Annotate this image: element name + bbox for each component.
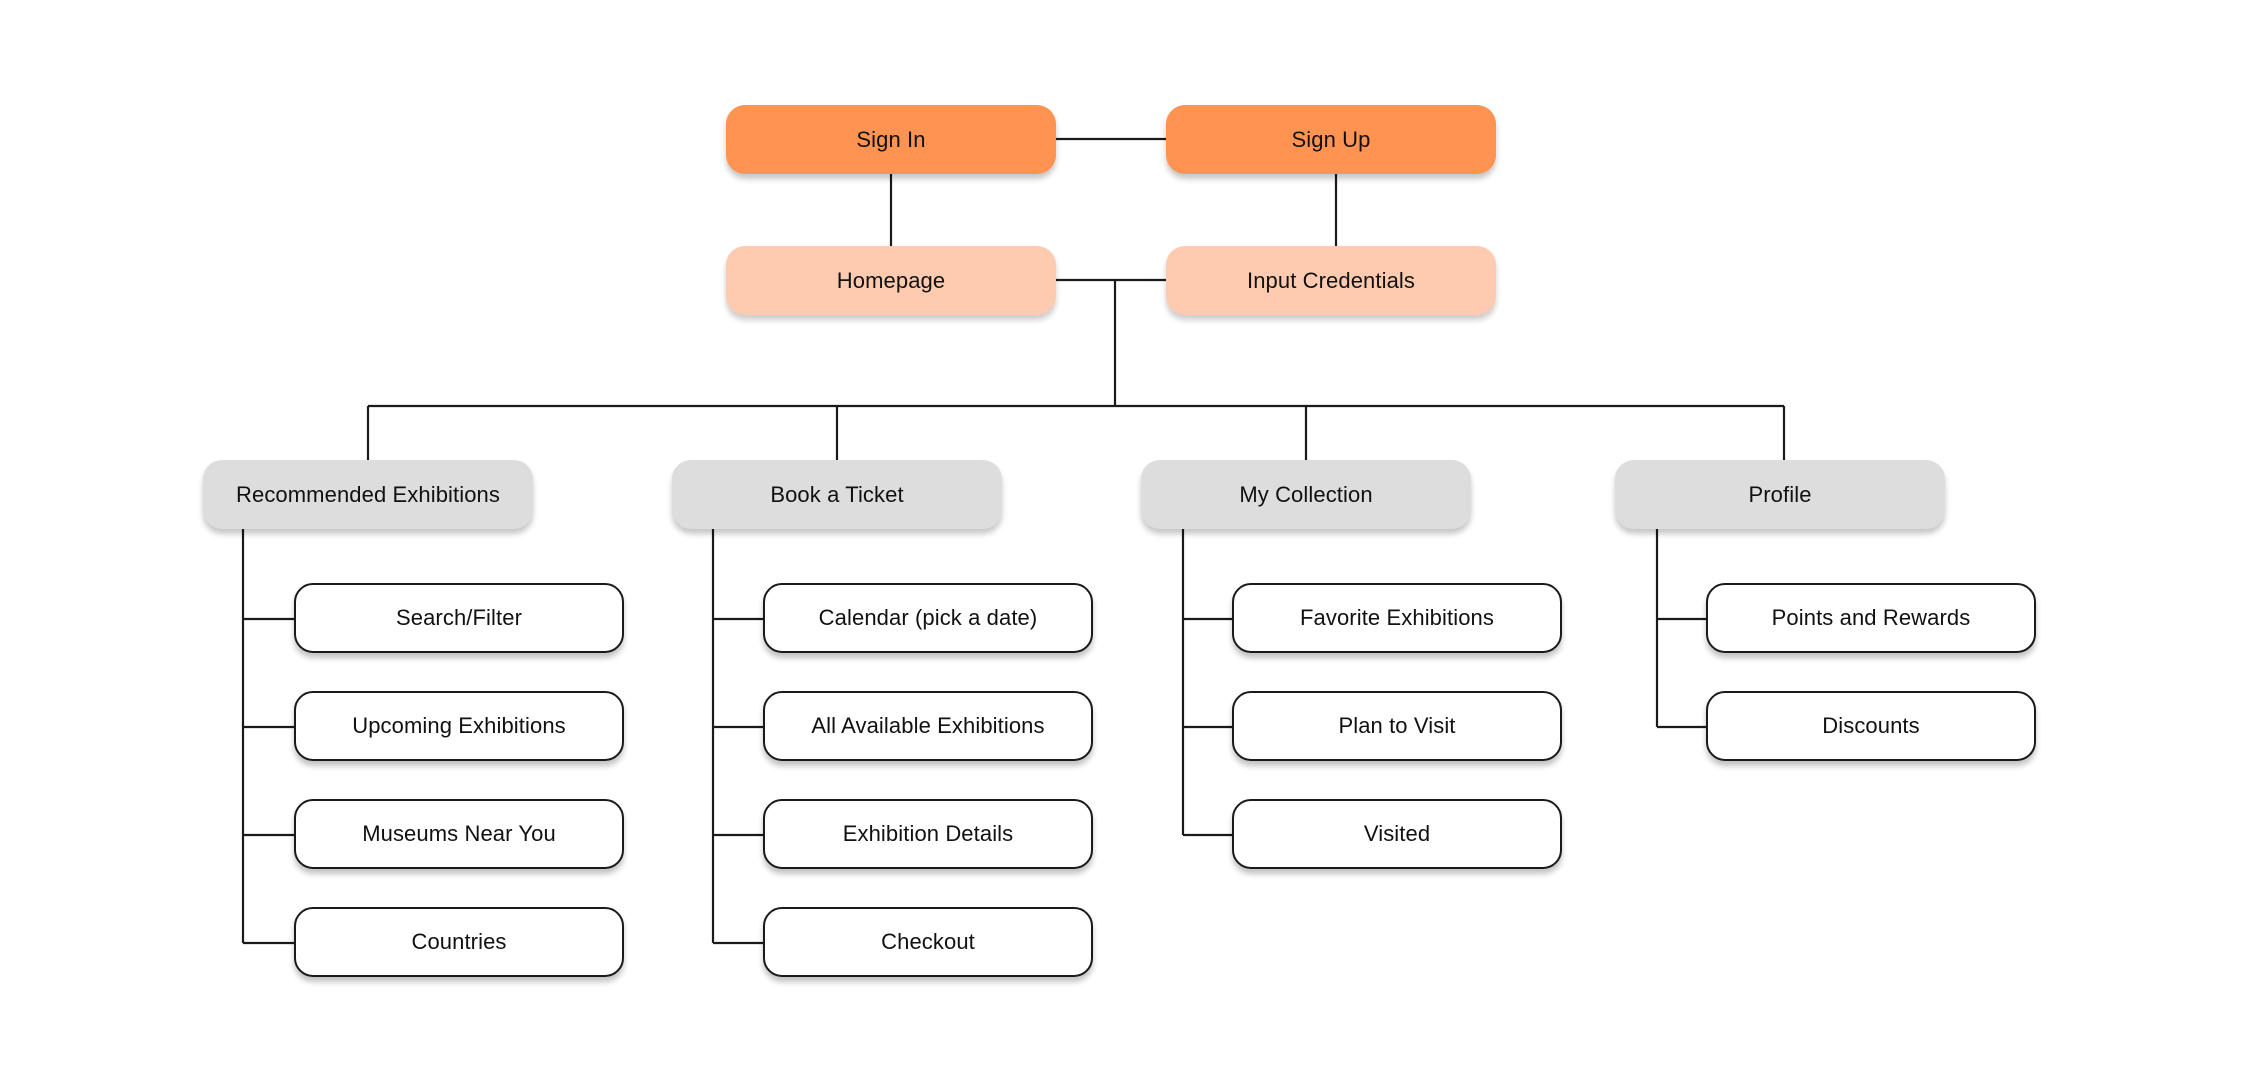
node-leaf: Favorite Exhibitions	[1232, 583, 1562, 653]
node-leaf: Visited	[1232, 799, 1562, 869]
node-label: Search/Filter	[395, 605, 522, 630]
node-label: All Available Exhibitions	[811, 713, 1045, 738]
node-leaf: Countries	[294, 907, 624, 977]
node-label: Plan to Visit	[1338, 713, 1456, 738]
node-label: Discounts	[1822, 713, 1920, 738]
node-label: Calendar (pick a date)	[818, 605, 1038, 630]
node-leaf: Plan to Visit	[1232, 691, 1562, 761]
node-label: Visited	[1363, 821, 1431, 846]
node-input-credentials: Input Credentials	[1166, 246, 1496, 315]
node-leaf: Upcoming Exhibitions	[294, 691, 624, 761]
node-label: Sign In	[856, 126, 926, 152]
node-leaf: Checkout	[763, 907, 1093, 977]
node-label: Upcoming Exhibitions	[352, 713, 566, 738]
node-sign-in: Sign In	[726, 105, 1056, 174]
node-label: Sign Up	[1291, 126, 1371, 152]
node-label: Exhibition Details	[842, 821, 1014, 846]
node-leaf: Search/Filter	[294, 583, 624, 653]
node-section: My Collection	[1141, 460, 1471, 529]
node-section: Profile	[1615, 460, 1945, 529]
node-section: Book a Ticket	[672, 460, 1002, 529]
node-leaf: Museums Near You	[294, 799, 624, 869]
node-label: Homepage	[836, 267, 946, 293]
node-label: Countries	[411, 929, 507, 954]
node-sign-up: Sign Up	[1166, 105, 1496, 174]
node-leaf: Exhibition Details	[763, 799, 1093, 869]
node-label: Checkout	[881, 929, 975, 954]
node-label: Book a Ticket	[770, 481, 904, 507]
node-label: Profile	[1748, 481, 1812, 507]
node-leaf: Calendar (pick a date)	[763, 583, 1093, 653]
node-label: Museums Near You	[362, 821, 556, 846]
node-label: Favorite Exhibitions	[1300, 605, 1494, 630]
node-label: Recommended Exhibitions	[236, 481, 500, 507]
node-leaf: All Available Exhibitions	[763, 691, 1093, 761]
node-leaf: Points and Rewards	[1706, 583, 2036, 653]
node-leaf: Discounts	[1706, 691, 2036, 761]
node-label: My Collection	[1239, 481, 1373, 507]
node-label: Points and Rewards	[1771, 605, 1971, 630]
node-section: Recommended Exhibitions	[203, 460, 533, 529]
node-homepage: Homepage	[726, 246, 1056, 315]
node-label: Input Credentials	[1246, 267, 1416, 293]
